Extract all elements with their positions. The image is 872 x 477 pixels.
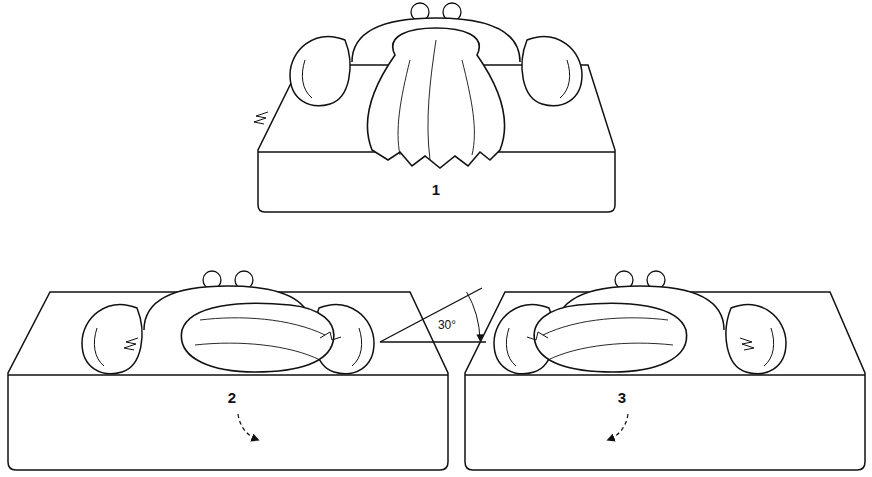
mattress-edge (8, 374, 448, 375)
patient-body (82, 271, 374, 374)
rotation-arrow (238, 414, 258, 440)
figure-number: 3 (618, 390, 626, 407)
figure-two (8, 271, 448, 470)
patient-hand (254, 112, 268, 124)
figure-number: 2 (228, 390, 236, 407)
figure-one (254, 3, 615, 212)
angle-symbol (380, 288, 486, 342)
patient-head-turned (181, 303, 341, 372)
patient-head-turned (527, 303, 687, 372)
mattress (8, 292, 448, 470)
patient-hand (124, 338, 138, 350)
patient-hand (740, 338, 754, 350)
patient-body (494, 271, 786, 374)
mattress-edge (465, 374, 865, 375)
rotation-arrow (608, 414, 628, 440)
angle-label: 30° (438, 319, 456, 332)
figure-three (465, 271, 865, 470)
figure-number: 1 (432, 182, 440, 199)
patient-head (368, 28, 505, 168)
